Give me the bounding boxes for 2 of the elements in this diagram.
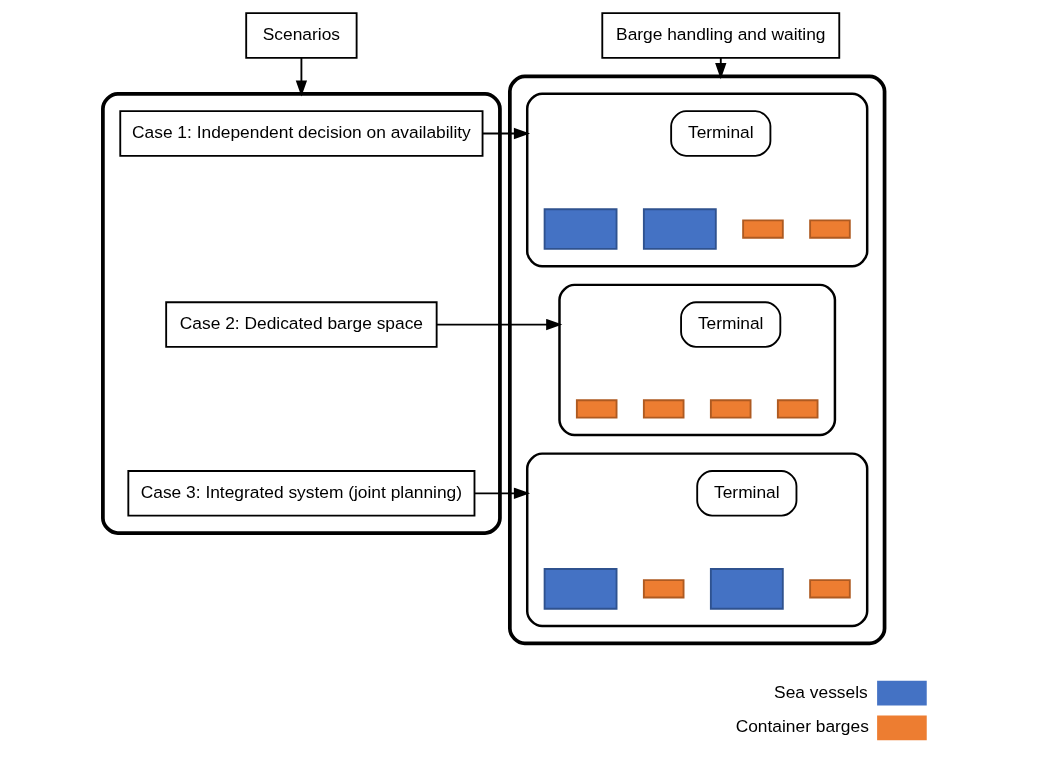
legend-label: Container barges [735, 716, 869, 737]
legend-label: Sea vessels [773, 681, 868, 702]
